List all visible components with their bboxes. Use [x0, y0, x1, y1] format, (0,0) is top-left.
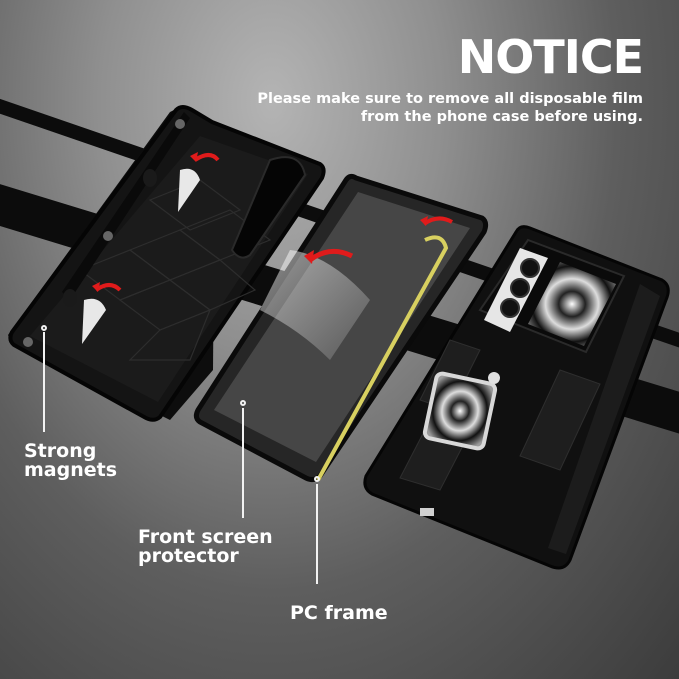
front-screen-protector [193, 173, 489, 483]
callout-pc-frame: PC frame [290, 602, 388, 624]
notice-line-2: from the phone case before using. [360, 109, 643, 125]
callout-protector-line-1: Front screen [138, 526, 273, 548]
callout-front-screen-protector: Front screen protector [138, 528, 273, 566]
pc-frame-callout-marker [314, 476, 320, 482]
notice-title: NOTICE [457, 30, 644, 84]
inner-case-shell [8, 105, 326, 422]
pc-frame-callout-line [316, 484, 318, 584]
callout-strong-magnets: Strong magnets [24, 442, 117, 480]
callout-magnets-line-2: magnets [24, 459, 118, 481]
notice-body: Please make sure to remove all disposabl… [203, 90, 643, 126]
screen-protector-callout-line [242, 408, 244, 518]
callout-protector-line-2: protector [138, 545, 239, 567]
notice-line-1: Please make sure to remove all disposabl… [257, 91, 643, 107]
screen-protector-callout-marker [240, 400, 246, 406]
rear-case [363, 225, 670, 570]
magnets-callout-line [43, 332, 45, 432]
magnets-callout-marker [41, 325, 47, 331]
callout-magnets-line-1: Strong [24, 440, 97, 462]
